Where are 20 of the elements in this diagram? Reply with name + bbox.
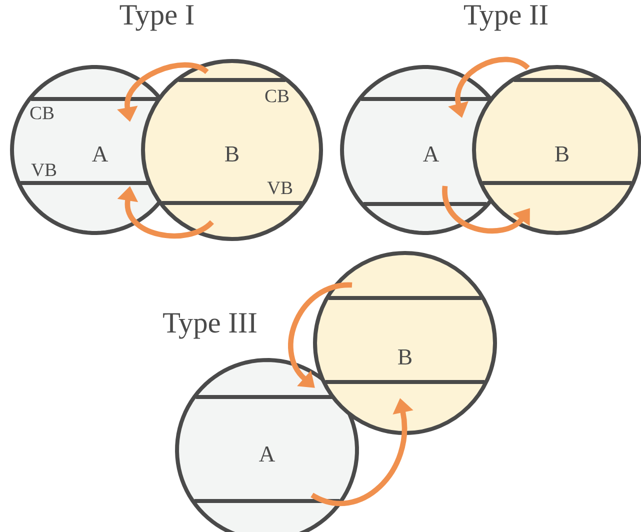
type-title: Type I (120, 5, 194, 31)
type-title: Type II (464, 5, 548, 31)
circle-node (472, 65, 641, 235)
band-label: CB (265, 90, 289, 102)
circle-node (313, 251, 497, 435)
curved-arrow (442, 186, 530, 234)
type-title: Type III (163, 313, 256, 339)
material-label: B (398, 350, 412, 364)
band-label: VB (267, 182, 292, 194)
material-label: A (92, 146, 108, 162)
circle-node (340, 65, 493, 235)
band-label: VB (31, 164, 56, 176)
curved-arrow (288, 282, 352, 388)
circle-node (175, 358, 359, 532)
material-label: A (423, 146, 440, 162)
material-label: A (259, 446, 276, 462)
material-label: B (555, 146, 568, 162)
material-label: B (225, 146, 238, 162)
band-label: CB (30, 106, 54, 120)
circle-node (141, 59, 323, 241)
